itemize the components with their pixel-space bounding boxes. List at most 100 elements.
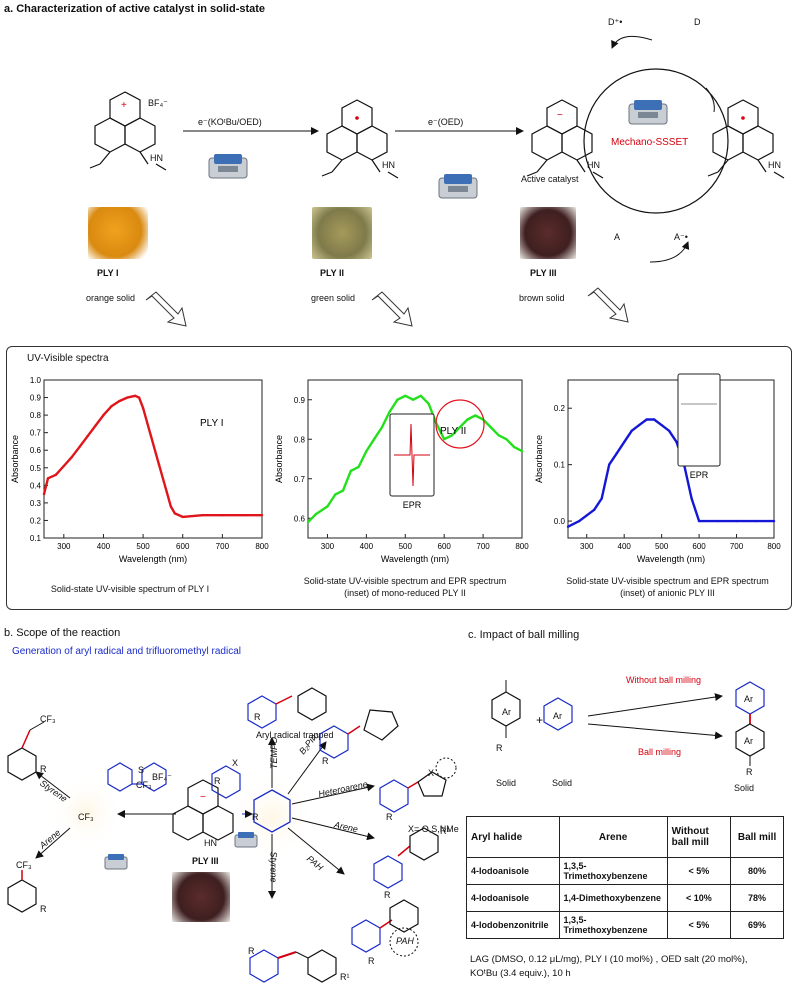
sulfonium-cf3: CF₃ xyxy=(136,780,152,790)
solid-label-3: Solid xyxy=(734,783,755,793)
data-point xyxy=(411,398,415,401)
data-point xyxy=(181,515,184,519)
svg-text:−: − xyxy=(200,792,206,803)
cf3-styrene-r: R xyxy=(40,764,47,774)
plot-frame xyxy=(307,379,523,539)
arrow1-label: e⁻(KOᵗBu/OED) xyxy=(198,117,262,127)
inset-label: EPR xyxy=(403,500,422,510)
y-tick-label: 0.4 xyxy=(30,481,42,490)
x-tick-label: 800 xyxy=(767,542,781,551)
ply2-name: PLY II xyxy=(320,268,345,278)
caption-ply3: Solid-state UV-visible spectrum and EPR … xyxy=(566,576,769,598)
data-point xyxy=(46,477,50,480)
solid-label-1: Solid xyxy=(496,778,517,788)
inset-label: EPR xyxy=(690,470,709,480)
x-tick-label: 800 xyxy=(515,542,529,551)
plus-sign: + xyxy=(536,713,544,727)
bpin-product-r: R xyxy=(322,756,329,766)
stilbene-r: R xyxy=(248,946,255,956)
data-point xyxy=(54,473,58,476)
data-point xyxy=(102,413,105,417)
y-tick-label: 0.1 xyxy=(554,461,566,470)
aryl-halide-x: X xyxy=(232,758,239,768)
aryl-halide-r: R xyxy=(214,776,221,786)
hetero-product-r: R xyxy=(386,812,393,822)
reagent-styrene: Styrene xyxy=(268,851,279,883)
data-point xyxy=(78,445,81,448)
x-tick-label: 400 xyxy=(618,542,632,551)
trapped-label: Aryl radical trapped xyxy=(256,730,334,740)
active-catalyst-label: Active catalyst xyxy=(521,174,579,184)
y-tick-label: 0.7 xyxy=(294,475,306,484)
y-tick-label: 0.1 xyxy=(30,534,42,543)
cf3-styrene-product-label: CF₃ xyxy=(40,714,56,724)
data-point xyxy=(365,449,368,453)
cell-without: < 10% xyxy=(666,884,732,912)
aryl-radical-r: R xyxy=(252,812,259,822)
y-tick-label: 0.5 xyxy=(30,464,42,473)
epr-signal xyxy=(394,423,430,487)
header-arene: Arene xyxy=(558,816,668,858)
series-line xyxy=(307,394,523,524)
svg-text:+: + xyxy=(121,100,127,111)
pah-product-r: R xyxy=(368,956,375,966)
cell-aryl-halide: 4-Iodobenzonitrile xyxy=(466,911,560,939)
y-tick-label: 0.2 xyxy=(30,516,42,525)
y-tick-label: 0.6 xyxy=(30,446,42,455)
x-tick-label: 700 xyxy=(216,542,230,551)
table-header-row: Aryl halide Arene Without ball mill Ball… xyxy=(466,816,784,858)
product-r: R xyxy=(746,767,753,777)
data-point xyxy=(608,463,611,466)
conditions-line2: KOᵗBu (3.4 equiv.), 10 h xyxy=(470,968,571,979)
data-point xyxy=(593,508,596,511)
section-a-title: a. Characterization of active catalyst i… xyxy=(4,3,266,15)
y-tick-label: 0.6 xyxy=(294,514,306,523)
data-point xyxy=(697,519,701,523)
mechano-label: Mechano-SSSET xyxy=(611,137,689,148)
nh-label-2: HN xyxy=(382,160,395,170)
data-point xyxy=(690,497,693,500)
y-tick-label: 0.9 xyxy=(294,396,306,405)
arrow2-label: e⁻(OED) xyxy=(428,117,464,127)
reactant-ar-1: Ar xyxy=(502,707,511,717)
ply3-structure xyxy=(526,99,604,179)
cell-without: < 5% xyxy=(666,911,732,939)
y-tick-label: 0.8 xyxy=(294,435,306,444)
reagent-tempo: TEMPO xyxy=(269,736,280,770)
data-point xyxy=(600,497,603,500)
ply1-color: orange solid xyxy=(86,293,136,303)
data-point xyxy=(754,519,757,523)
data-point xyxy=(240,513,244,517)
section-b-subtitle: Generation of aryl radical and trifluoro… xyxy=(12,646,241,657)
data-point xyxy=(489,426,493,429)
bf4-counterion: BF₄⁻ xyxy=(148,98,168,108)
data-point xyxy=(497,434,500,437)
nh-label-1: HN xyxy=(150,153,163,163)
data-point xyxy=(306,521,310,524)
data-point xyxy=(165,491,169,494)
data-point xyxy=(660,423,663,427)
x-tick-label: 500 xyxy=(136,542,150,551)
data-point xyxy=(442,438,446,441)
biaryl-r1: R¹ xyxy=(440,826,450,836)
ply1-structure xyxy=(89,91,167,171)
data-point xyxy=(404,394,407,397)
y-tick-label: 0.7 xyxy=(30,429,42,438)
svg-text:−: − xyxy=(557,110,563,121)
ball-mill-icon-3 xyxy=(628,96,668,126)
header-aryl-halide: Aryl halide xyxy=(466,816,560,858)
x-axis-label: Wavelength (nm) xyxy=(119,554,187,564)
product-ar-2: Ar xyxy=(744,736,753,746)
header-without: Without ball mill xyxy=(666,816,732,858)
x-tick-label: 700 xyxy=(730,542,744,551)
data-point xyxy=(474,414,477,417)
data-point xyxy=(388,410,391,413)
data-point xyxy=(513,445,516,449)
y-axis-label: Absorbance xyxy=(10,435,20,483)
data-point xyxy=(157,463,161,466)
cycle-d: D xyxy=(694,17,701,27)
caption-ply1: Solid-state UV-visible spectrum of PLY I xyxy=(50,584,210,594)
